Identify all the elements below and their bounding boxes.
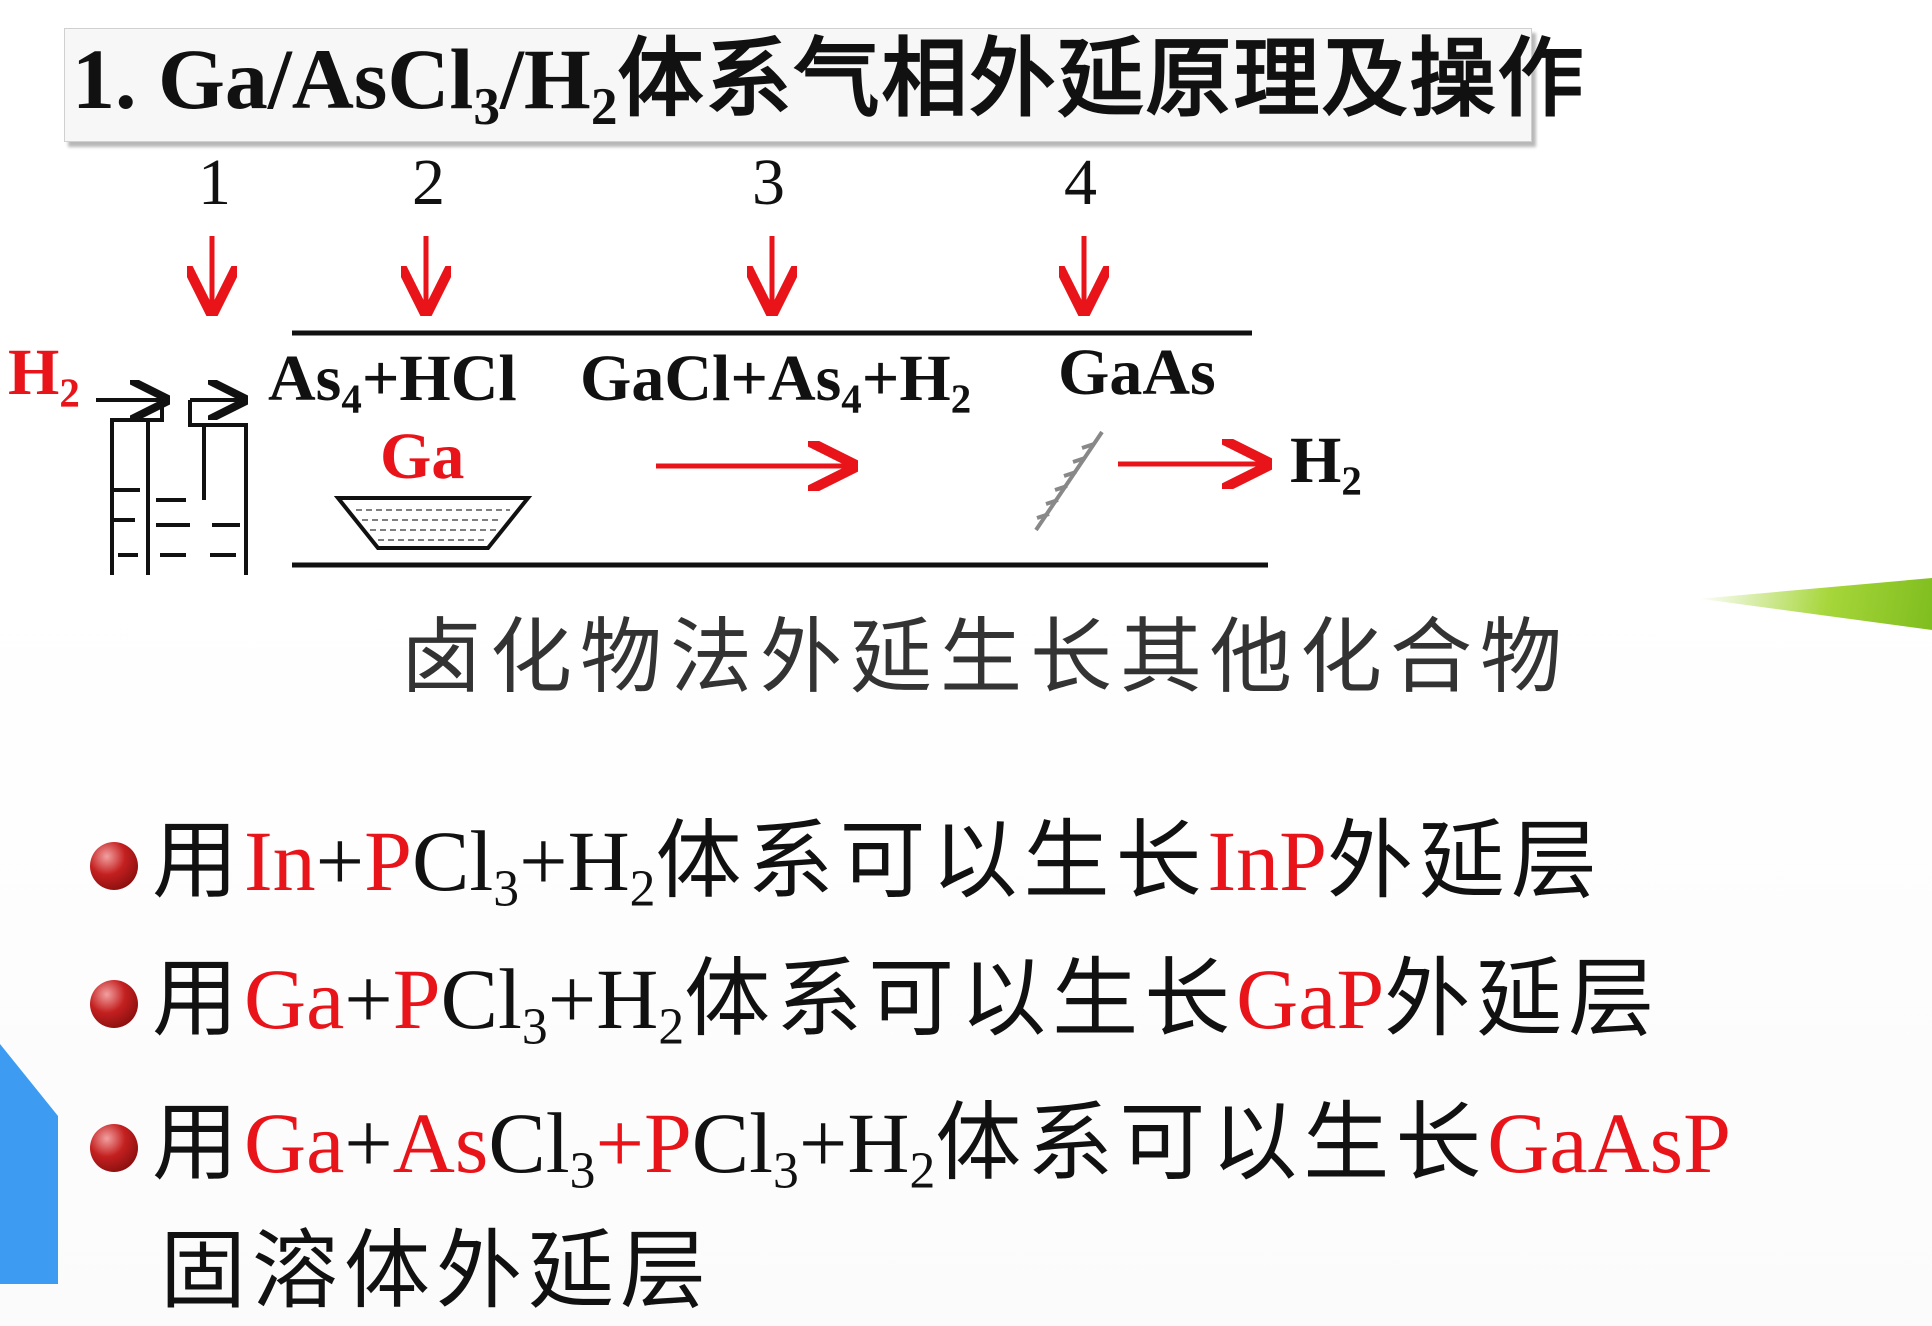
h2-outlet-label: H2	[1290, 424, 1362, 504]
zone4-species: GaAs	[1058, 336, 1216, 409]
bullet-icon	[90, 1124, 138, 1173]
lower-panel	[0, 576, 1932, 1326]
stage-number-3: 3	[752, 146, 785, 219]
section-title: 卤化物法外延生长其他化合物	[400, 610, 1571, 705]
substrate-icon	[1034, 430, 1104, 532]
gallium-label: Ga	[380, 420, 465, 493]
bullet-line-1: 用In+PCl3+H2体系可以生长InP外延层	[90, 818, 1603, 915]
bullet-line-2: 用Ga+PCl3+H2体系可以生长GaP外延层	[90, 956, 1660, 1053]
bullet-icon	[90, 980, 138, 1029]
title-box	[64, 28, 1532, 142]
bullet-icon	[90, 842, 138, 891]
h2-inlet-label: H2	[8, 336, 80, 416]
bubbler-icon	[96, 400, 248, 575]
zone2-species: As4+HCl	[268, 342, 517, 422]
diagram-title: 1. Ga/AsCl3/H2体系气相外延原理及操作	[72, 29, 1586, 136]
zone3-species: GaCl+As4+H2	[580, 342, 972, 422]
reactor-diagram	[96, 236, 1932, 575]
stage-number-4: 4	[1064, 146, 1097, 219]
stage-number-2: 2	[412, 146, 445, 219]
stage-number-1: 1	[198, 146, 231, 219]
gallium-boat-icon	[333, 496, 533, 550]
stage-arrows	[212, 236, 1084, 306]
bullet-line-3-continuation: 固溶体外延层	[160, 1221, 712, 1321]
bullet-line-3: 用Ga+AsCl3+PCl3+H2体系可以生长GaAsP	[90, 1100, 1731, 1197]
